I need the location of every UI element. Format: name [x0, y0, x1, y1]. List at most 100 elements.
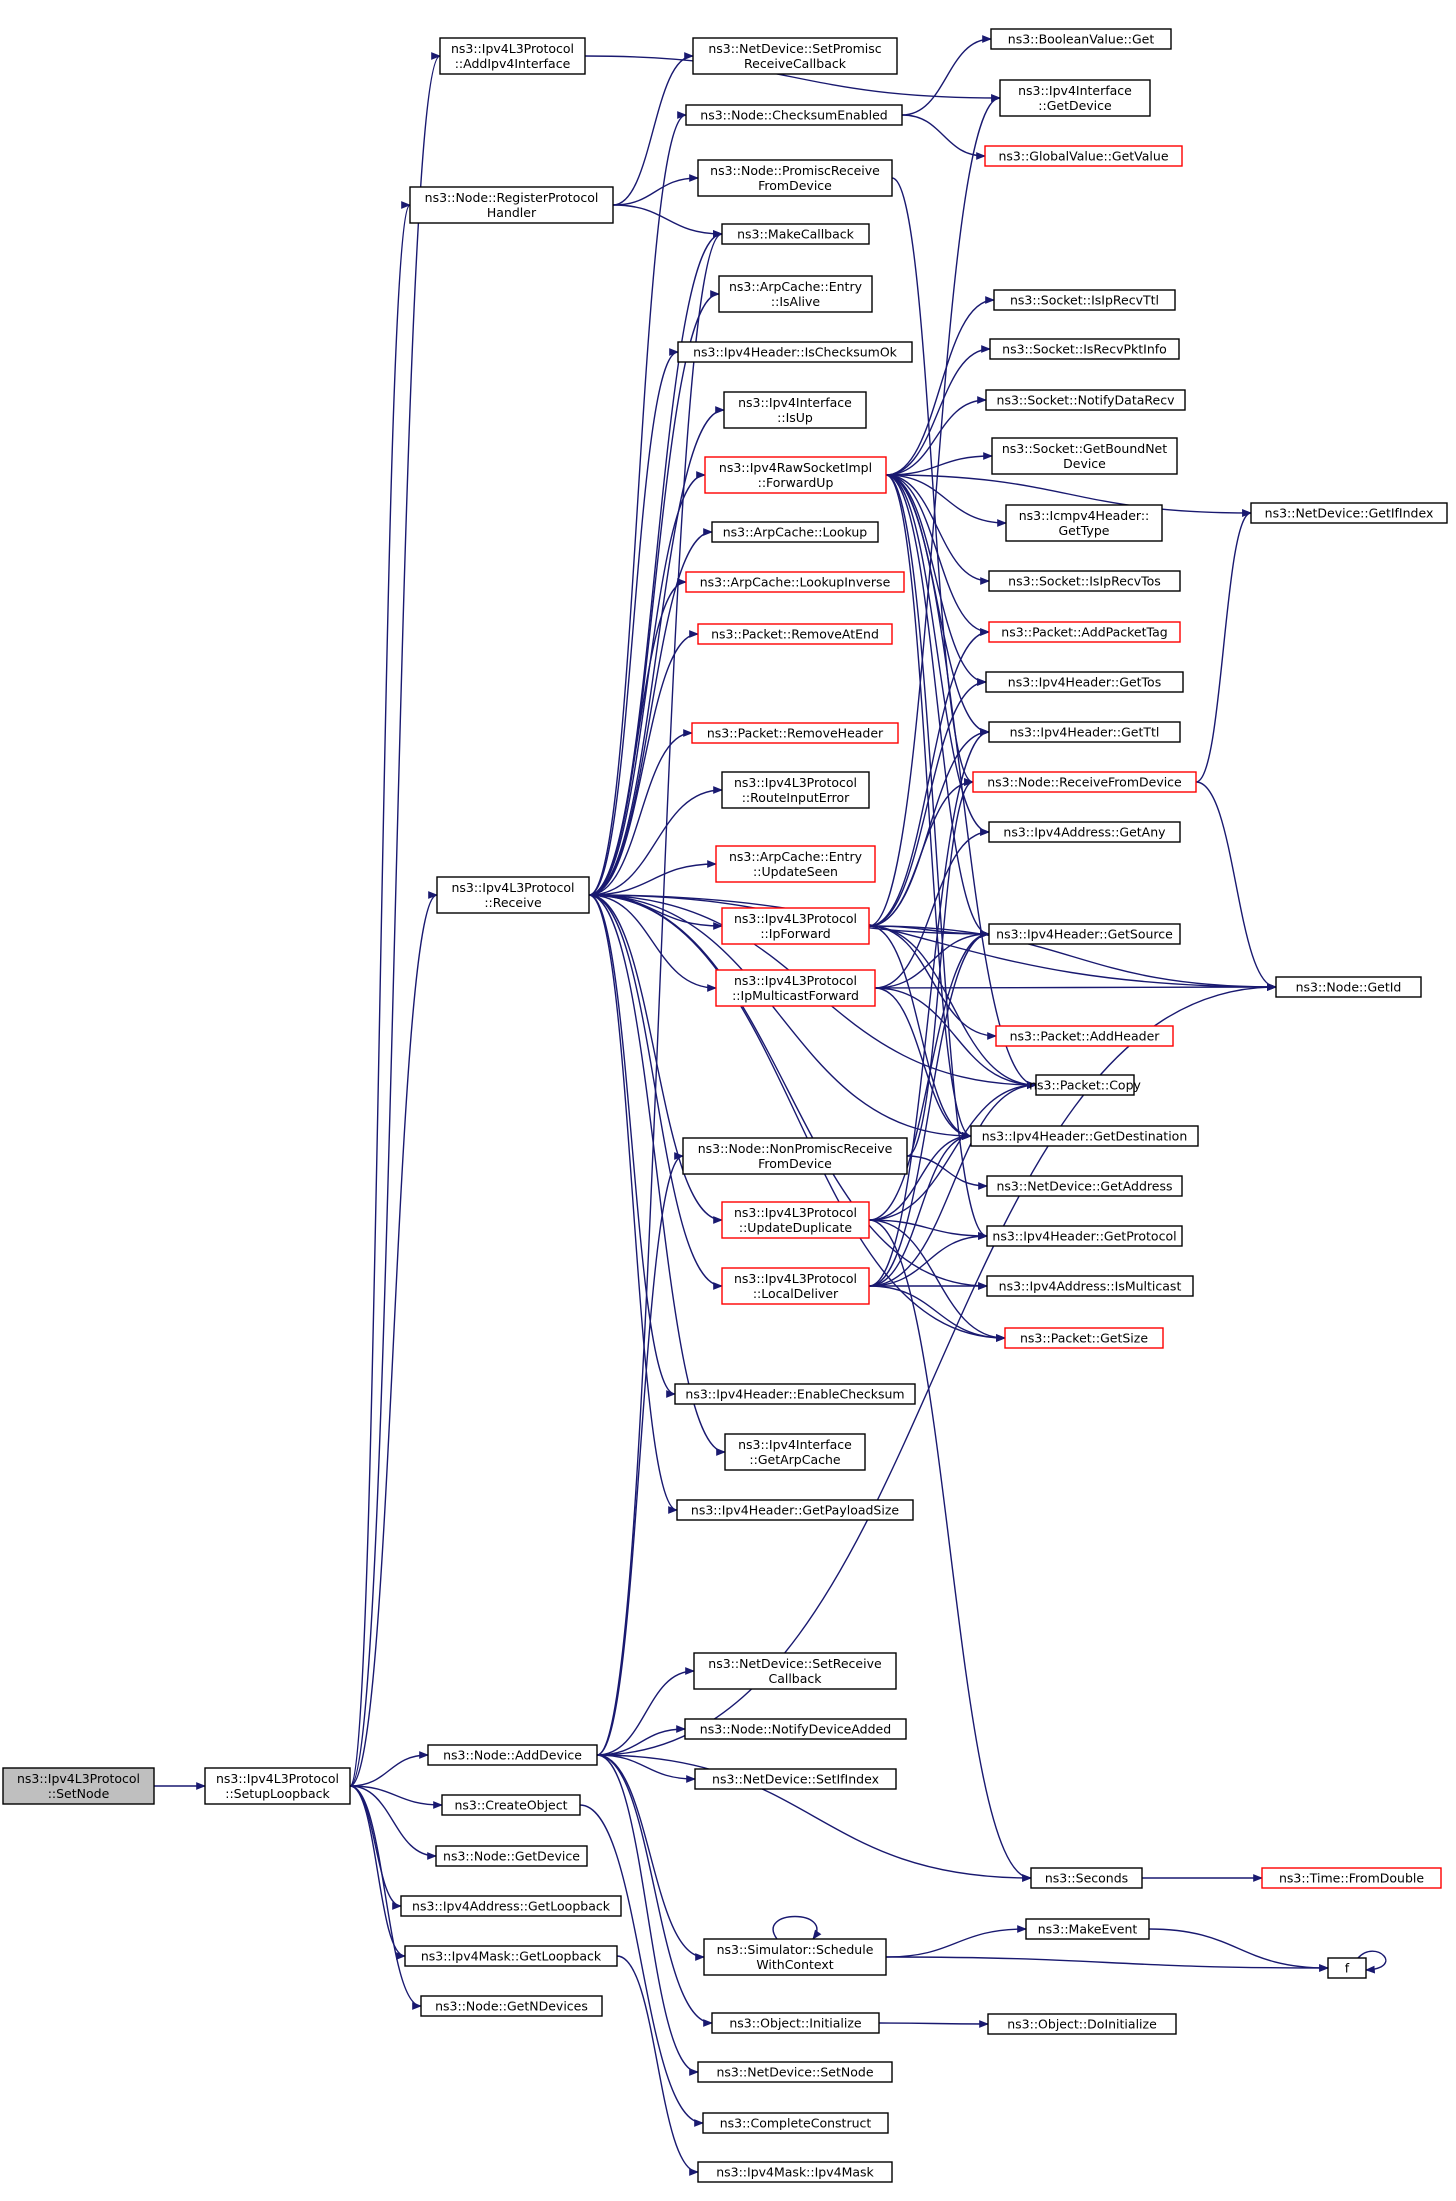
node-n2[interactable]: ns3::Ipv4L3Protocol::AddIpv4Interface [439, 37, 586, 75]
edge-n18-n47 [885, 452, 993, 476]
node-n63[interactable]: ns3::NetDevice::GetIfIndex [1250, 502, 1448, 524]
node-n57[interactable]: ns3::Packet::Copy [1029, 1074, 1142, 1096]
edge-n36-n68 [885, 1956, 1329, 1972]
edge-n18-n46 [885, 396, 987, 476]
node-n16[interactable]: ns3::Ipv4Header::IsChecksumOk [677, 341, 913, 363]
node-n65[interactable]: ns3::Seconds [1030, 1867, 1143, 1889]
node-n34[interactable]: ns3::Node::NotifyDeviceAdded [684, 1718, 907, 1740]
node-n56[interactable]: ns3::Packet::AddHeader [995, 1025, 1174, 1047]
node-n31[interactable]: ns3::Ipv4Interface::GetArpCache [724, 1433, 866, 1471]
node-n45[interactable]: ns3::Socket::IsRecvPktInfo [989, 338, 1180, 360]
node-n43[interactable]: ns3::GlobalValue::GetValue [984, 145, 1183, 167]
edge-layer [153, 35, 1387, 2176]
node-n0[interactable]: ns3::Ipv4L3Protocol::SetNode [2, 1767, 155, 1805]
node-n55[interactable]: ns3::Ipv4Header::GetSource [988, 923, 1181, 945]
node-n4[interactable]: ns3::Ipv4L3Protocol::Receive [436, 876, 590, 914]
node-n41[interactable]: ns3::BooleanValue::Get [990, 28, 1172, 50]
edge-n29-n57 [868, 1081, 1037, 1287]
node-n49[interactable]: ns3::Socket::IsIpRecvTos [988, 570, 1181, 592]
node-n24[interactable]: ns3::ArpCache::Entry::UpdateSeen [715, 845, 876, 883]
node-n46[interactable]: ns3::Socket::NotifyDataRecv [985, 389, 1186, 411]
node-n50[interactable]: ns3::Packet::AddPacketTag [988, 621, 1181, 643]
edge-n25-n53 [868, 778, 974, 927]
edge-n4-n20 [588, 578, 687, 896]
node-n1[interactable]: ns3::Ipv4L3Protocol::SetupLoopback [204, 1767, 351, 1805]
node-n39[interactable]: ns3::CompleteConstruct [702, 2112, 889, 2134]
node-n48[interactable]: ns3::Icmpv4Header::GetType [1005, 504, 1163, 542]
node-n42[interactable]: ns3::Ipv4Interface::GetDevice [999, 79, 1151, 117]
node-n6[interactable]: ns3::CreateObject [441, 1794, 581, 1816]
node-n66[interactable]: ns3::Time::FromDouble [1261, 1867, 1442, 1889]
node-n12[interactable]: ns3::Node::ChecksumEnabled [685, 104, 903, 126]
edge-n4-n64 [588, 894, 1277, 991]
edge-n26-n57 [874, 987, 1037, 1089]
node-n8[interactable]: ns3::Ipv4Address::GetLoopback [400, 1895, 622, 1917]
node-box [991, 437, 1178, 475]
node-n53[interactable]: ns3::Node::ReceiveFromDevice [972, 771, 1197, 793]
node-n51[interactable]: ns3::Ipv4Header::GetTos [985, 671, 1184, 693]
node-box [692, 37, 898, 75]
edge-n5-n27 [596, 1152, 684, 1756]
node-n11[interactable]: ns3::NetDevice::SetPromiscReceiveCallbac… [692, 37, 898, 75]
node-n7[interactable]: ns3::Node::GetDevice [435, 1845, 588, 1867]
node-n15[interactable]: ns3::ArpCache::Entry::IsAlive [718, 275, 873, 313]
node-n22[interactable]: ns3::Packet::RemoveHeader [691, 722, 899, 744]
node-n67[interactable]: ns3::MakeEvent [1025, 1918, 1150, 1940]
node-box [436, 876, 590, 914]
node-n40[interactable]: ns3::Ipv4Mask::Ipv4Mask [697, 2161, 893, 2183]
node-n30[interactable]: ns3::Ipv4Header::EnableChecksum [674, 1383, 916, 1405]
node-n5[interactable]: ns3::Node::AddDevice [427, 1744, 598, 1766]
node-n60[interactable]: ns3::Ipv4Header::GetProtocol [986, 1225, 1183, 1247]
node-n52[interactable]: ns3::Ipv4Header::GetTtl [988, 721, 1181, 743]
node-n69[interactable]: ns3::Object::DoInitialize [987, 2013, 1177, 2035]
edge-n18-n50 [885, 474, 990, 636]
node-box [682, 1137, 908, 1175]
node-n20[interactable]: ns3::ArpCache::LookupInverse [685, 571, 905, 593]
node-label: ns3::BooleanValue::Get [1008, 32, 1155, 47]
node-label: ns3::Ipv4Header::GetTtl [1010, 725, 1160, 740]
node-n37[interactable]: ns3::Object::Initialize [711, 2012, 880, 2034]
node-n18[interactable]: ns3::Ipv4RawSocketImpl::ForwardUp [704, 456, 887, 494]
node-label: ns3::MakeEvent [1038, 1922, 1138, 1937]
node-n32[interactable]: ns3::Ipv4Header::GetPayloadSize [676, 1499, 914, 1521]
node-n29[interactable]: ns3::Ipv4L3Protocol::LocalDeliver [721, 1267, 870, 1305]
edge-n4-n62 [588, 894, 1006, 1342]
node-label: ns3::NetDevice::GetAddress [997, 1179, 1173, 1194]
node-n14[interactable]: ns3::MakeCallback [721, 223, 870, 245]
edge-n25-n64 [868, 925, 1277, 991]
edge-n26-n54 [874, 828, 990, 989]
node-n25[interactable]: ns3::Ipv4L3Protocol::IpForward [721, 907, 870, 945]
node-n64[interactable]: ns3::Node::GetId [1275, 976, 1422, 998]
node-n23[interactable]: ns3::Ipv4L3Protocol::RouteInputError [721, 771, 870, 809]
node-label: ns3::Simulator::Schedule [717, 1942, 874, 1957]
node-n54[interactable]: ns3::Ipv4Address::GetAny [988, 821, 1181, 843]
node-n28[interactable]: ns3::Ipv4L3Protocol::UpdateDuplicate [721, 1201, 870, 1239]
node-n17[interactable]: ns3::Ipv4Interface::IsUp [723, 391, 867, 429]
node-n59[interactable]: ns3::NetDevice::GetAddress [986, 1175, 1183, 1197]
edge-n4-n31 [588, 894, 726, 1456]
node-label: ::IpForward [760, 926, 830, 941]
edge-n25-n51 [868, 678, 987, 927]
edge-n18-n51 [885, 474, 987, 686]
node-box [441, 1794, 581, 1816]
node-n61[interactable]: ns3::Ipv4Address::IsMulticast [986, 1275, 1194, 1297]
node-n35[interactable]: ns3::NetDevice::SetIfIndex [694, 1768, 897, 1790]
node-n19[interactable]: ns3::ArpCache::Lookup [711, 521, 879, 543]
node-n58[interactable]: ns3::Ipv4Header::GetDestination [970, 1125, 1199, 1147]
node-label: ns3::Ipv4Interface [1018, 83, 1132, 98]
node-n62[interactable]: ns3::Packet::GetSize [1004, 1327, 1164, 1349]
node-n38[interactable]: ns3::NetDevice::SetNode [697, 2061, 893, 2083]
node-n26[interactable]: ns3::Ipv4L3Protocol::IpMulticastForward [715, 969, 876, 1007]
node-n9[interactable]: ns3::Ipv4Mask::GetLoopback [404, 1945, 618, 1967]
node-n21[interactable]: ns3::Packet::RemoveAtEnd [697, 623, 893, 645]
node-n68[interactable]: f [1327, 1957, 1367, 1979]
node-n10[interactable]: ns3::Node::GetNDevices [420, 1995, 603, 2017]
edge-n4-n26 [588, 894, 717, 992]
node-n44[interactable]: ns3::Socket::IsIpRecvTtl [993, 289, 1176, 311]
